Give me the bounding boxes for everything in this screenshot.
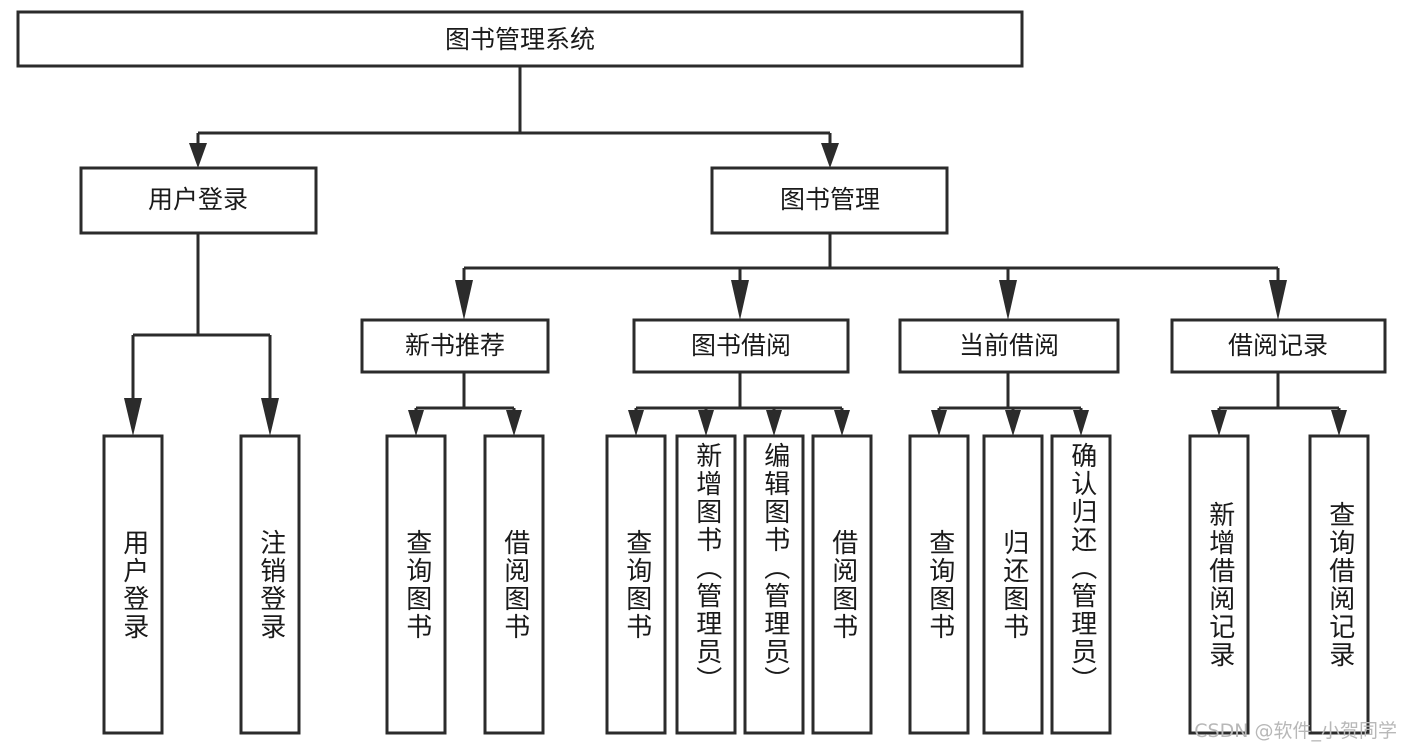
- node-box-root[interactable]: [16, 10, 1024, 68]
- leaf-box-leaf-borrow-book-1[interactable]: [483, 434, 545, 735]
- node-label-user-login: 用户登录: [148, 185, 248, 214]
- leaf-label-leaf-borrow-book-2: 借阅图书: [827, 528, 858, 641]
- leaf-box-leaf-query-book-1[interactable]: [385, 434, 447, 735]
- leaf-box-leaf-borrow-book-2[interactable]: [811, 434, 873, 735]
- leaf-label-wrap-leaf-add-book[interactable]: 新增图书（管理员）: [677, 436, 735, 733]
- arrow-br-to-leaf-2: [1331, 410, 1347, 436]
- leaf-label-wrap-leaf-query-record[interactable]: 查询借阅记录: [1310, 436, 1368, 733]
- leaf-box-leaf-query-book-2[interactable]: [605, 434, 667, 735]
- arrow-cb-to-leaf-1: [931, 410, 947, 436]
- leaf-label-leaf-query-book-1: 查询图书: [401, 528, 432, 641]
- arrow-root-to-user-login: [189, 143, 207, 168]
- node-box-borrow-record[interactable]: [1170, 318, 1387, 374]
- leaf-label-leaf-return-book: 归还图书: [998, 528, 1029, 641]
- node-box-user-login[interactable]: [79, 166, 318, 235]
- arrow-user-login-to-leaf-1: [124, 398, 142, 436]
- node-label-current-borrow: 当前借阅: [959, 331, 1059, 360]
- arrow-root-to-book-manage: [821, 143, 839, 168]
- node-label-root: 图书管理系统: [445, 25, 595, 54]
- arrow-cb-to-leaf-2: [1005, 410, 1021, 436]
- leaf-label-wrap-leaf-borrow-book-1[interactable]: 借阅图书: [485, 436, 543, 733]
- leaf-label-leaf-query-book-2: 查询图书: [621, 528, 652, 641]
- node-label-new-book-recommend: 新书推荐: [405, 331, 505, 360]
- node-box-new-book-recommend[interactable]: [360, 318, 550, 374]
- leaf-box-leaf-add-record[interactable]: [1188, 434, 1250, 735]
- node-layer: 图书管理系统 用户登录 图书管理 新书推荐 图书借阅 当前借阅 借阅记录: [16, 10, 1387, 735]
- leaf-label-leaf-query-book-3: 查询图书: [924, 528, 955, 641]
- arrow-bb-to-leaf-3: [766, 410, 782, 436]
- arrow-new-book-to-leaf-2: [506, 410, 522, 436]
- arrow-cb-to-leaf-3: [1073, 410, 1089, 436]
- leaf-box-leaf-edit-book[interactable]: [743, 434, 805, 735]
- arrow-user-login-to-leaf-2: [261, 398, 279, 436]
- leaf-label-leaf-query-record: 查询借阅记录: [1324, 500, 1355, 669]
- csdn-watermark: CSDN @软件_小贺同学: [1194, 720, 1397, 742]
- node-box-current-borrow[interactable]: [898, 318, 1120, 374]
- leaf-label-leaf-edit-book: 编辑图书（管理员）: [759, 442, 790, 694]
- leaf-box-outlines: [102, 434, 1370, 735]
- leaf-box-leaf-confirm-return[interactable]: [1050, 434, 1112, 735]
- leaf-label-leaf-logout: 注销登录: [255, 528, 286, 641]
- leaf-box-leaf-logout[interactable]: [239, 434, 301, 735]
- leaf-label-leaf-confirm-return: 确认归还（管理员）: [1066, 442, 1097, 694]
- leaf-box-leaf-add-book[interactable]: [675, 434, 737, 735]
- leaf-label-wrap-leaf-borrow-book-2[interactable]: 借阅图书: [813, 436, 871, 733]
- arrow-br-to-leaf-1: [1211, 410, 1227, 436]
- arrow-bm-to-borrow-record: [1269, 280, 1287, 320]
- leaf-box-leaf-return-book[interactable]: [982, 434, 1044, 735]
- leaf-label-wrap-leaf-query-book-3[interactable]: 查询图书: [910, 436, 968, 733]
- node-box-book-borrow[interactable]: [632, 318, 850, 374]
- leaf-box-leaf-query-record[interactable]: [1308, 434, 1370, 735]
- arrow-bm-to-book-borrow: [731, 280, 749, 320]
- leaf-label-leaf-add-record: 新增借阅记录: [1204, 500, 1235, 669]
- leaf-label-wrap-leaf-logout[interactable]: 注销登录: [241, 436, 299, 733]
- node-label-book-borrow: 图书借阅: [691, 331, 791, 360]
- arrow-bm-to-current-borrow: [999, 280, 1017, 320]
- leaf-label-wrap-leaf-confirm-return[interactable]: 确认归还（管理员）: [1052, 436, 1110, 733]
- leaf-label-wrap-leaf-query-book-2[interactable]: 查询图书: [607, 436, 665, 733]
- arrow-bb-to-leaf-4: [834, 410, 850, 436]
- leaf-label-wrap-leaf-user-login[interactable]: 用户登录: [104, 436, 162, 733]
- leaf-label-leaf-user-login: 用户登录: [118, 528, 149, 641]
- connector-layer: [124, 66, 1347, 436]
- arrow-bm-to-new-book: [455, 280, 473, 320]
- node-label-book-manage: 图书管理: [780, 185, 880, 214]
- leaf-label-leaf-add-book: 新增图书（管理员）: [691, 442, 722, 694]
- arrow-new-book-to-leaf-1: [408, 410, 424, 436]
- arrow-bb-to-leaf-2: [698, 410, 714, 436]
- leaf-box-leaf-user-login[interactable]: [102, 434, 164, 735]
- arrow-bb-to-leaf-1: [628, 410, 644, 436]
- leaf-label-wrap-leaf-return-book[interactable]: 归还图书: [984, 436, 1042, 733]
- node-box-book-manage[interactable]: [710, 166, 949, 235]
- leaf-label-wrap-leaf-query-book-1[interactable]: 查询图书: [387, 436, 445, 733]
- leaf-box-leaf-query-book-3[interactable]: [908, 434, 970, 735]
- node-label-borrow-record: 借阅记录: [1228, 331, 1328, 360]
- leaf-label-wrap-leaf-edit-book[interactable]: 编辑图书（管理员）: [745, 436, 803, 733]
- leaf-label-wrap-leaf-add-record[interactable]: 新增借阅记录: [1190, 436, 1248, 733]
- leaf-label-leaf-borrow-book-1: 借阅图书: [499, 528, 530, 641]
